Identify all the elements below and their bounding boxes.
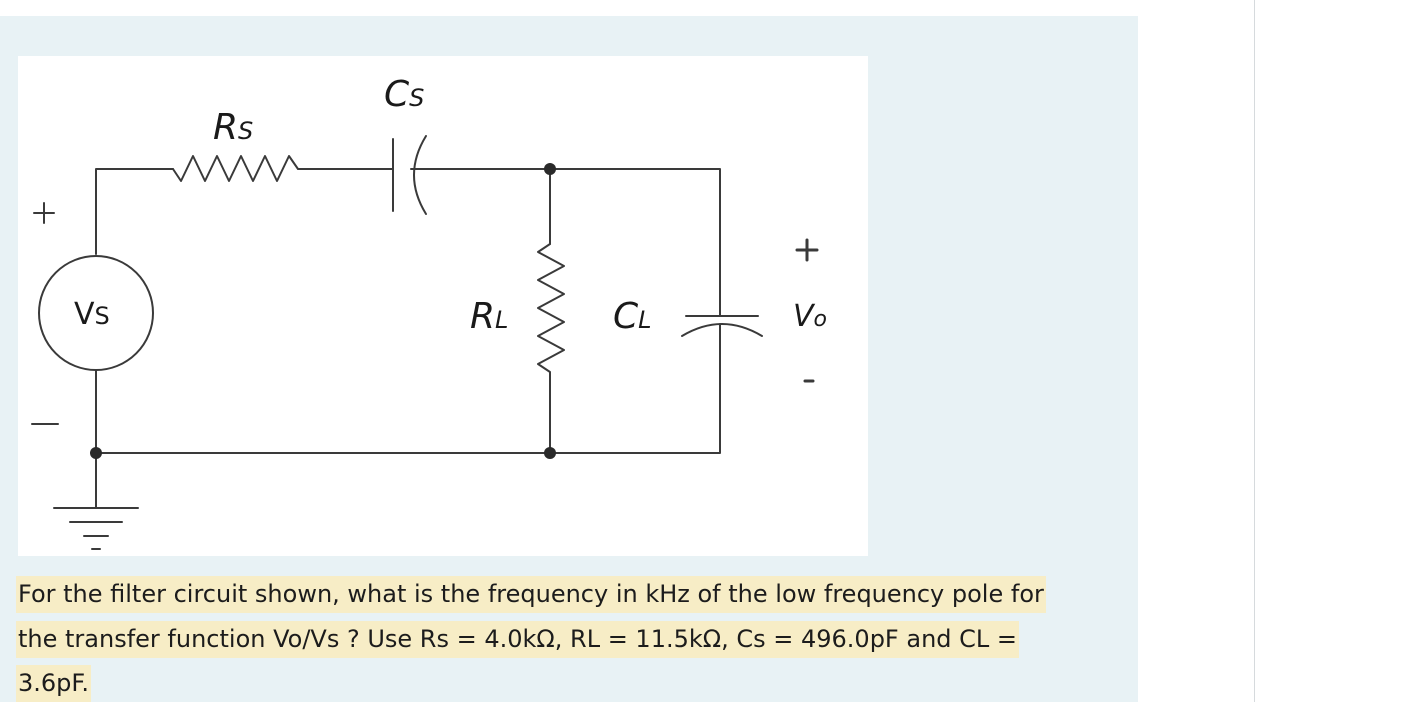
output-plus-sign: [795, 238, 819, 262]
right-panel-divider: [1254, 0, 1255, 702]
question-text: For the filter circuit shown, what is th…: [16, 572, 1086, 706]
label-cs: CS: [384, 74, 424, 115]
circuit-diagram: RS CS RL CL VS Vo: [18, 56, 868, 556]
junction-dot-bottom-left: [90, 447, 102, 459]
wire-cl-bottom: [95, 323, 721, 454]
label-vs: VS: [74, 297, 110, 332]
label-vo: Vo: [793, 299, 827, 334]
wire-top-right: [410, 168, 721, 317]
circuit-svg: RS CS RL CL VS Vo: [31, 74, 827, 550]
resistor-rl: [537, 243, 565, 454]
capacitor-cs-curved-plate: [413, 135, 427, 215]
label-rs: RS: [213, 107, 253, 148]
source-plus-sign: [33, 202, 55, 224]
junction-dot-bottom-right: [544, 447, 556, 459]
question-card: RS CS RL CL VS Vo For the filter circuit…: [0, 16, 1138, 702]
label-rl: RL: [470, 296, 508, 337]
label-cl: CL: [613, 296, 652, 337]
junction-dot-top: [544, 163, 556, 175]
wire-source-top: [95, 168, 174, 255]
ground-symbol: [53, 507, 139, 550]
resistor-rs: [172, 155, 394, 182]
capacitor-cl-curved-plate: [681, 323, 763, 337]
question-text-highlight: For the filter circuit shown, what is th…: [16, 576, 1046, 702]
